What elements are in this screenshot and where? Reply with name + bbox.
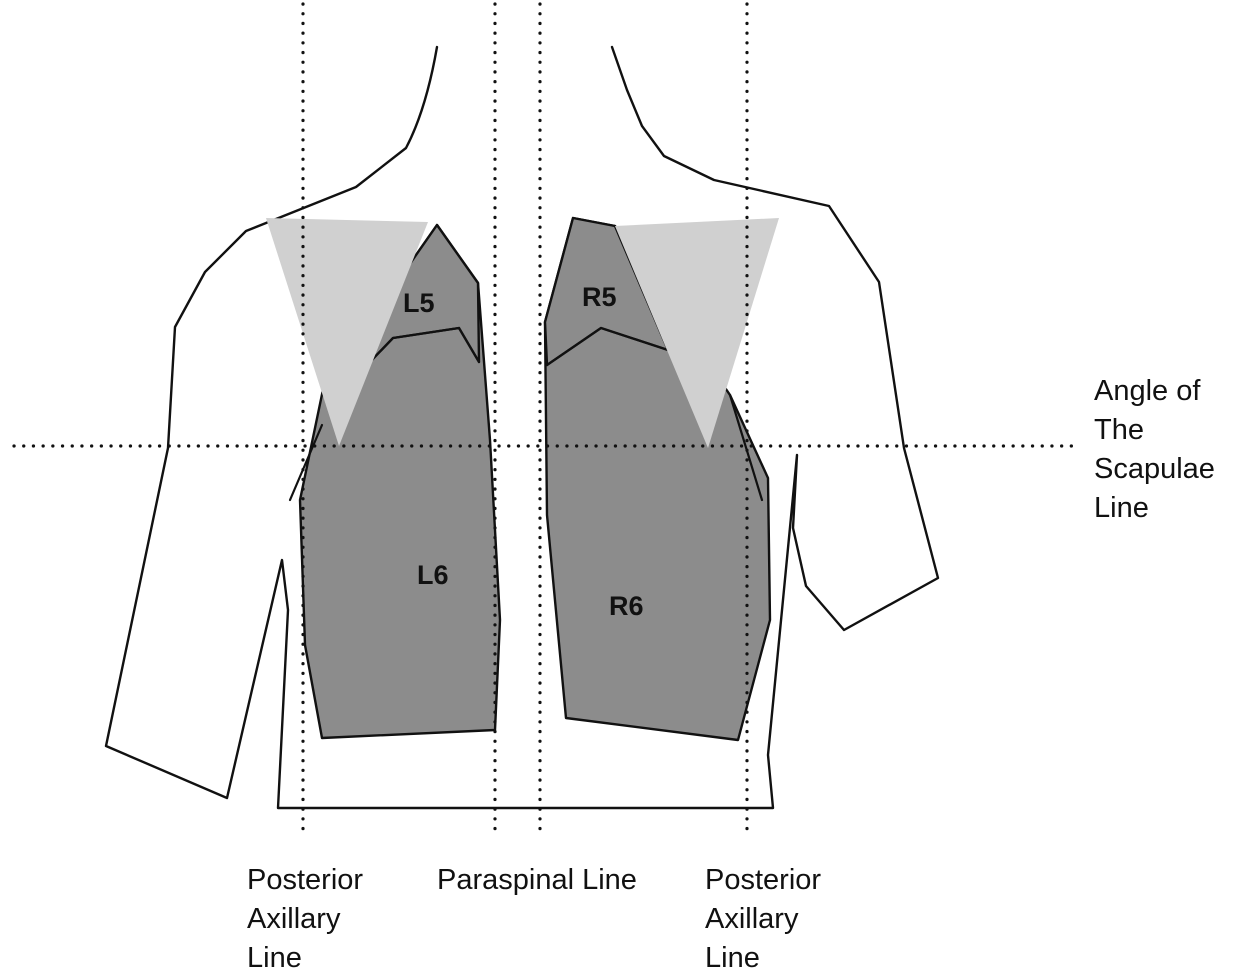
right-scapula-shape bbox=[615, 218, 779, 448]
angle-label-line-3: Scapulae bbox=[1094, 453, 1215, 485]
left-fissure bbox=[366, 326, 481, 366]
zone-label-l5: L5 bbox=[403, 288, 435, 318]
pal-right-line-1: Posterior bbox=[705, 864, 822, 896]
angle-of-scapulae-label: Angle of The Scapulae Line bbox=[1094, 372, 1215, 528]
pal-left-line-1: Posterior bbox=[247, 864, 364, 896]
zone-label-r5: R5 bbox=[582, 282, 617, 312]
torso-outline bbox=[104, 45, 940, 810]
left-lung-lateral-edge bbox=[288, 423, 324, 502]
pal-left-line-2: Axillary bbox=[247, 903, 341, 935]
pal-left-line-3: Line bbox=[247, 942, 302, 974]
posterior-axillary-label-right: Posterior Axillary Line bbox=[705, 861, 821, 978]
pal-right-line-2: Axillary bbox=[705, 903, 799, 935]
right-lung-lateral-edge bbox=[728, 393, 764, 502]
pal-right-line-3: Line bbox=[705, 942, 760, 974]
right-fissure bbox=[545, 326, 670, 367]
left-scapula-shape bbox=[266, 218, 428, 446]
paraspinal-label: Paraspinal Line bbox=[437, 861, 637, 900]
angle-label-line-4: Line bbox=[1094, 492, 1149, 524]
posterior-axillary-label-left: Posterior Axillary Line bbox=[247, 861, 363, 978]
zone-label-l6: L6 bbox=[417, 560, 449, 590]
paraspinal-line-text: Paraspinal Line bbox=[437, 864, 637, 896]
angle-label-line-2: The bbox=[1094, 414, 1144, 446]
zone-label-r6: R6 bbox=[609, 591, 644, 621]
angle-label-line-1: Angle of bbox=[1094, 375, 1201, 407]
